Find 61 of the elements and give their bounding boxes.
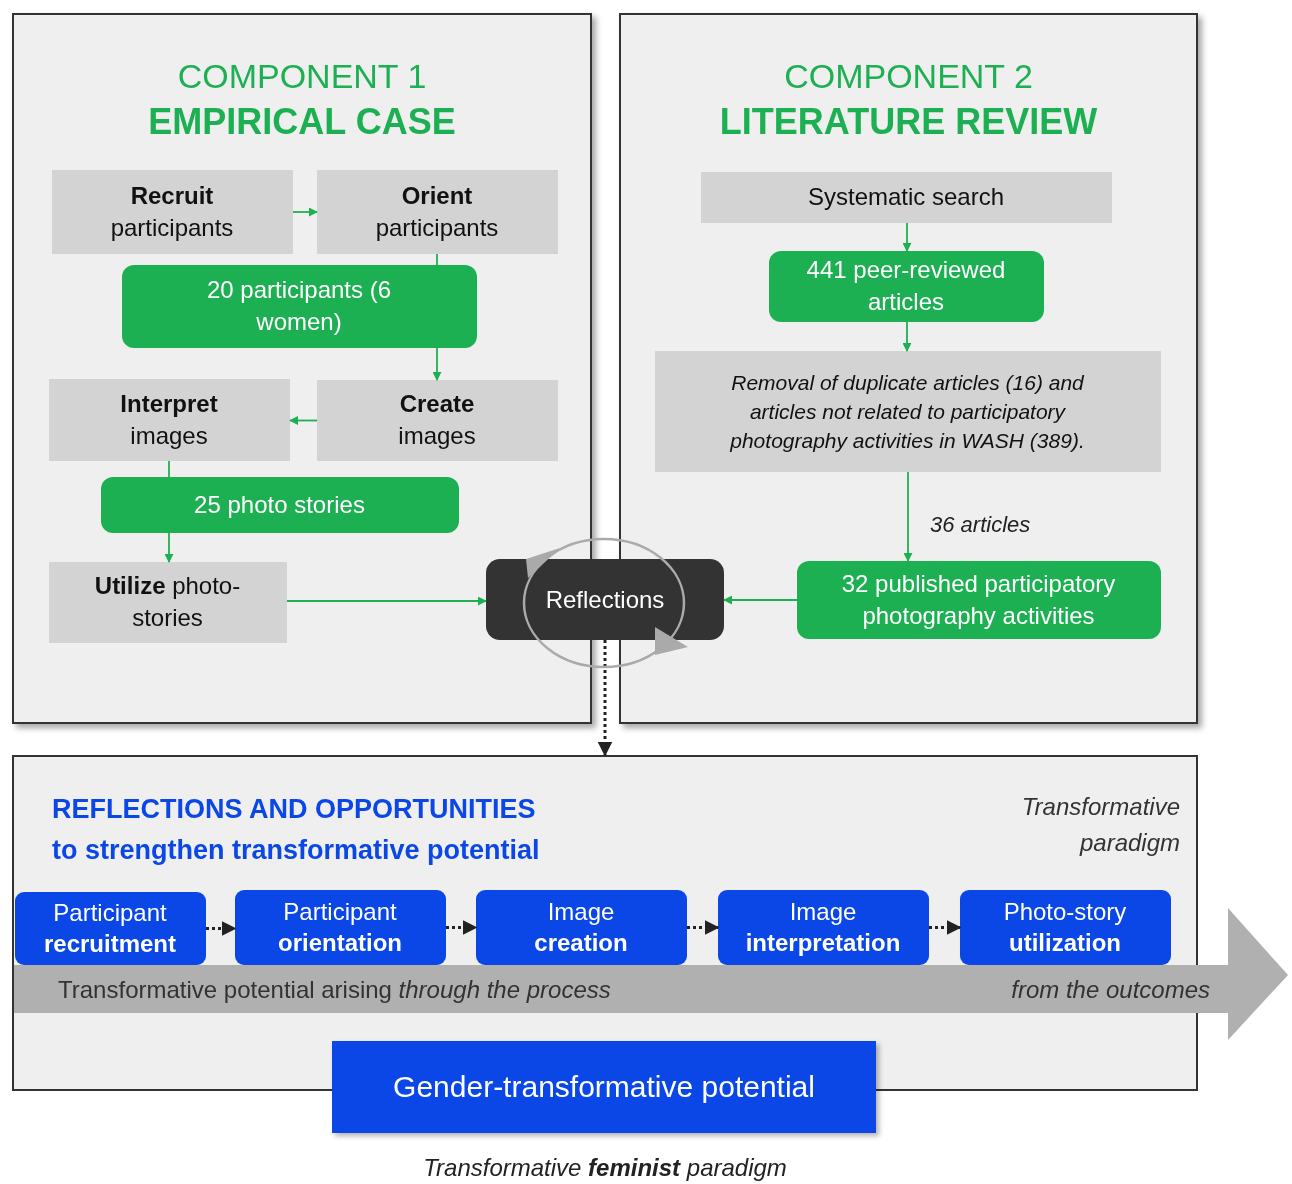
panel-heading: EMPIRICAL CASE [147,101,457,143]
paradigm-caption: Transformative feminist paradigm [422,1154,788,1182]
arrow [432,347,442,381]
edge-label: 36 articles [930,512,1031,538]
band-text: from the outcomes [1011,976,1210,1004]
panel-heading: COMPONENT 1 [176,57,428,96]
step-label: Orient participants [374,180,500,243]
arrow [597,640,613,757]
step-label: Utilize photo-stories [93,571,242,633]
arrow [292,207,318,217]
step-box [48,378,290,461]
step-label: Create images [397,389,477,451]
step-box [48,561,287,643]
paradigm-note: Transformative paradigm [1020,792,1180,858]
box-label: 441 peer-reviewed articles [805,255,1007,317]
step-label: Image creation [533,897,629,958]
step-label: Interpret images [119,388,219,451]
panel-heading: LITERATURE REVIEW [718,101,1099,143]
panel-heading: COMPONENT 2 [783,57,1034,96]
section-heading: REFLECTIONS AND OPPORTUNITIES [52,793,536,826]
box-label: 25 photo stories [194,489,365,520]
band-text: Transformative potential arising through the process [58,976,611,1004]
step-box [51,169,293,254]
step-box [316,379,558,461]
result-box [100,476,459,533]
step-label: Photo-story utilization [1002,897,1128,958]
arrow [206,921,237,936]
arrow [687,920,720,935]
box-label: Gender-transformative potential [393,1070,815,1104]
arrow [902,321,912,352]
step-label: Image interpretation [744,897,902,958]
potential-box [332,1041,876,1133]
arrow [289,416,318,425]
box-label: 32 published participatory photography activities [840,568,1117,631]
arrow [164,532,174,563]
stage-box [717,889,929,965]
step-box [316,169,558,254]
arrow [446,920,478,935]
arrow [902,222,912,252]
result-box [768,250,1044,322]
step-label: Recruit participants [109,180,235,243]
step-label: Removal of duplicate articles (16) and articles not related to participatory photography activities in WASH (389). [728,369,1086,454]
step-box [654,350,1161,472]
box-label: 20 participants (6 women) [205,275,393,337]
arrow [723,595,798,605]
stage-box [959,889,1171,965]
step-label: Participant recruitment [42,898,177,959]
stage-box [234,889,446,965]
box-label: Reflections [545,585,665,614]
step-label: Participant orientation [277,897,403,958]
arrow [929,920,962,935]
result-box [121,264,477,348]
step-label: Systematic search [807,182,1005,212]
stage-box [475,889,687,965]
section-heading: to strengthen transformative potential [52,834,540,867]
stage-box [14,891,206,965]
result-box [796,560,1161,639]
arrow [286,596,487,606]
arrow [903,471,913,562]
step-box [700,171,1112,223]
reflections-box [486,559,724,640]
